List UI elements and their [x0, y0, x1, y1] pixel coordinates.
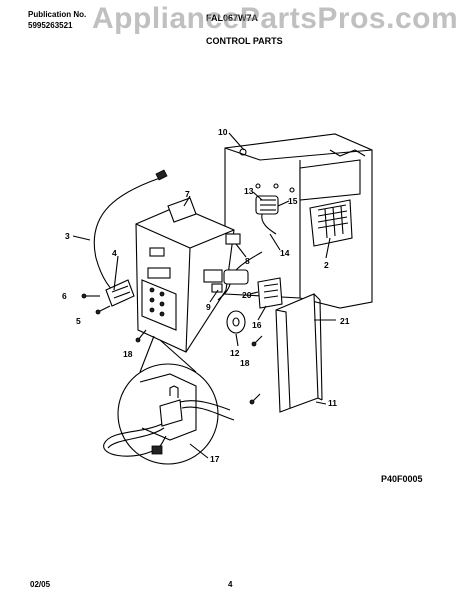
callout-13: 13: [244, 186, 254, 196]
callout-4: 4: [112, 248, 117, 258]
callout-18-lower: 18: [240, 358, 250, 368]
callout-16: 16: [252, 320, 262, 330]
thermostat: [309, 199, 353, 247]
publication-label: Publication No.: [28, 10, 87, 19]
model-number: FAL067W7A: [206, 13, 259, 23]
callout-8: 8: [245, 256, 250, 266]
callout-17: 17: [210, 454, 220, 464]
callout-5: 5: [76, 316, 81, 326]
relay: [217, 251, 263, 301]
callout-labels: 10 7 13 15 3 4 2 8 14 6 5 9 20 16 21 18 …: [62, 127, 350, 464]
cover-panel: [275, 293, 323, 413]
footer-page-number: 4: [228, 580, 233, 589]
callout-3: 3: [65, 231, 70, 241]
callout-18-upper: 18: [123, 349, 133, 359]
footer-date: 02/05: [30, 580, 51, 589]
control-knob: [226, 310, 246, 334]
cord-clamp: [105, 279, 135, 307]
terminal-block: [257, 277, 283, 309]
callout-21: 21: [340, 316, 350, 326]
callout-12: 12: [230, 348, 240, 358]
callout-2: 2: [324, 260, 329, 270]
control-box: [135, 197, 241, 353]
callout-9: 9: [206, 302, 211, 312]
section-title: CONTROL PARTS: [206, 36, 283, 46]
control-panel-bracket: [224, 133, 373, 309]
callout-10: 10: [218, 127, 228, 137]
callout-6: 6: [62, 291, 67, 301]
screws: [81, 293, 263, 405]
callout-20: 20: [242, 290, 252, 300]
callout-7: 7: [185, 189, 190, 199]
callout-11: 11: [328, 398, 337, 408]
wire-harness-detail: [103, 335, 235, 465]
callout-14: 14: [280, 248, 290, 258]
leader-lines: [72, 132, 336, 459]
watermark: AppliancePartsPros.com: [92, 2, 459, 35]
publication-number: 5995263521: [28, 21, 73, 30]
callout-15: 15: [288, 196, 298, 206]
selector-switch: [255, 195, 279, 235]
diagram-code: P40F0005: [381, 474, 423, 484]
